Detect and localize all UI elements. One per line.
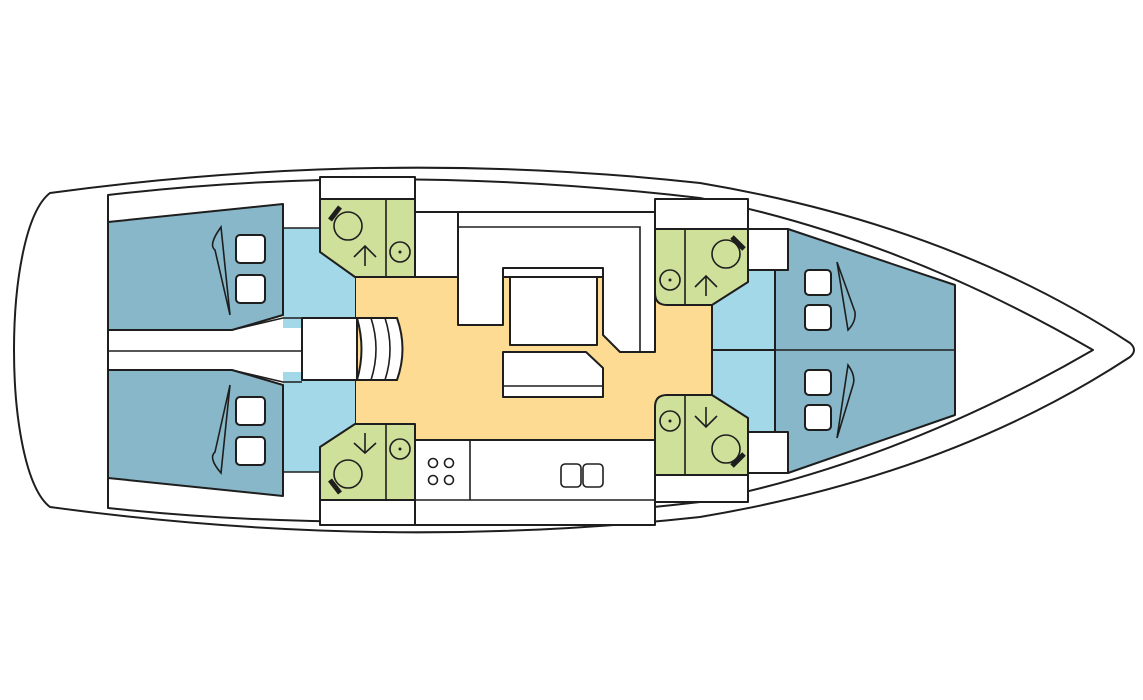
forward-pillows [804,269,832,431]
companionway-steps[interactable] [301,317,358,381]
toilet-seat-icon [730,452,746,468]
sink-icon [659,269,681,291]
aft-port-pillows [235,234,266,466]
toilet-icon [333,459,363,489]
companionway-treads[interactable] [356,317,404,381]
toilet-seat-icon [730,235,746,251]
aft-corridor [108,317,302,383]
toilet-icon [711,434,741,464]
pillow [235,234,266,264]
pillow [804,404,832,431]
toilet-seat-icon [328,478,342,495]
forward-locker [747,228,789,271]
aft-port-hatch [211,224,231,316]
galley-sink-icon [560,463,604,488]
pillow [804,369,832,396]
sink-icon [389,241,411,263]
pillow [804,269,832,296]
toilet-seat-icon [328,205,342,222]
sink-icon [659,410,681,432]
saloon-bench[interactable] [502,351,604,398]
forward-port-hatch [836,261,856,332]
pillow [804,304,832,331]
aft-cabin-starboard [107,369,284,497]
forward-locker [747,431,789,474]
galley-counter[interactable] [414,439,656,526]
drain-dot [668,278,672,282]
forward-starboard-locker [654,474,749,503]
step-lines [370,317,391,381]
pillow [235,274,266,304]
toilet-icon [333,211,363,241]
shower-icon [353,433,377,455]
aft-starboard-hatch [211,384,231,475]
settee-back [458,226,641,352]
toilet-icon [711,239,741,269]
forward-starboard-hatch [836,362,855,439]
aft-starboard-head-locker [319,499,416,526]
drain-dot [398,447,402,451]
port-storage [414,211,459,278]
shower-icon [694,274,718,296]
drain-dot [398,250,402,254]
pillow [235,396,266,426]
stove-icon [427,457,455,486]
forward-port-locker [654,198,749,230]
drain-dot [668,419,672,423]
shower-icon [694,407,718,429]
pillow [235,436,266,466]
aft-port-head-locker [319,176,416,200]
shower-icon [353,244,377,266]
sink-icon [389,438,411,460]
aft-cabin-port [107,203,284,331]
saloon-table[interactable] [509,276,598,346]
